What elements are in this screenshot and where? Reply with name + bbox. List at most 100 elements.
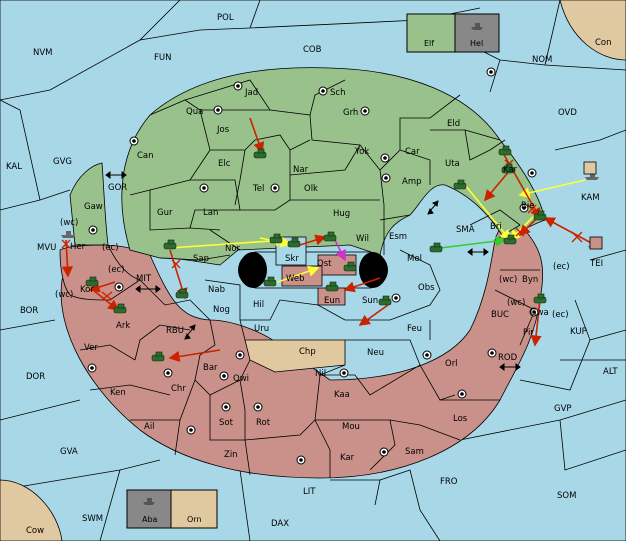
label-los: Los <box>453 414 468 424</box>
label-eld: Eld <box>447 119 460 129</box>
label-eun: Eun <box>324 296 340 306</box>
supply-center <box>213 105 223 115</box>
label-nvm: NVM <box>33 48 53 58</box>
label-wc2: (wc) <box>55 290 73 300</box>
fleet-unit <box>585 173 599 180</box>
units <box>85 145 547 362</box>
label-rot: Rot <box>256 418 271 428</box>
label-pir: Pir <box>523 328 534 338</box>
supply-center <box>114 282 124 292</box>
army-unit <box>151 351 165 362</box>
label-nil: Nil <box>315 369 326 379</box>
legend-aba-label: Aba <box>142 515 158 524</box>
gaw-region[interactable] <box>69 162 109 246</box>
label-zin: Zin <box>224 450 238 460</box>
legend-top: Elf Hel <box>406 13 500 53</box>
army-unit <box>113 303 127 314</box>
chp-region[interactable] <box>244 339 346 373</box>
supply-center <box>379 447 389 457</box>
label-grh: Grh <box>343 108 358 118</box>
supply-center <box>486 67 496 77</box>
legend-orn-label: Orn <box>187 515 202 524</box>
label-yok: Yok <box>354 147 369 157</box>
label-alt: ALT <box>603 367 618 377</box>
label-cow: Cow <box>26 526 44 536</box>
supply-center <box>296 455 306 465</box>
label-qwi: Qwi <box>233 374 249 384</box>
label-ec1: (ec) <box>102 243 119 253</box>
label-nom: NOM <box>532 55 552 65</box>
label-ver: Ver <box>84 343 98 353</box>
label-sch: Sch <box>330 88 345 98</box>
supply-center <box>519 203 529 213</box>
canal-arrow-sma <box>467 248 489 256</box>
label-hil: Hil <box>253 300 264 310</box>
label-wc4: (wc) <box>507 298 525 308</box>
label-kaa: Kaa <box>334 390 350 400</box>
label-ovd: OVD <box>558 108 577 118</box>
label-rbu: RBU <box>166 326 184 336</box>
label-kor: Kor <box>80 285 94 295</box>
label-wil: Wil <box>356 234 369 244</box>
supply-center <box>391 293 401 303</box>
supply-center <box>318 86 328 96</box>
label-web: Web <box>286 274 305 284</box>
canal-arrow-rod <box>499 363 521 371</box>
army-unit <box>325 281 339 292</box>
label-gaw: Gaw <box>84 202 103 212</box>
label-lit: LIT <box>303 487 316 497</box>
label-ark: Ark <box>116 321 130 331</box>
label-uru: Uru <box>254 324 269 334</box>
label-qua: Qua <box>186 107 203 117</box>
label-mel: Mel <box>407 254 422 264</box>
label-dax: DAX <box>271 519 289 529</box>
supply-center <box>381 173 391 183</box>
canal-links <box>105 171 521 371</box>
canal-arrow-mit <box>135 285 161 293</box>
label-kar2: Kar <box>340 453 355 463</box>
central-sea <box>238 236 388 289</box>
label-chp: Chp <box>299 347 316 357</box>
label-gvp: GVP <box>554 404 572 414</box>
supply-center <box>487 348 497 358</box>
label-nor: Nor <box>225 244 241 254</box>
map-labels: POL NVM FUN COB NOM Con OVD KAL GVG GOR … <box>6 13 618 536</box>
label-sap: Sap <box>193 254 209 264</box>
label-hug: Hug <box>333 209 350 219</box>
supply-center <box>235 350 245 360</box>
label-ec2: (ec) <box>108 265 125 275</box>
tei-home-marker <box>589 236 603 250</box>
label-nab: Nab <box>208 285 225 295</box>
label-lan: Lan <box>203 208 218 218</box>
kam-home-marker <box>583 161 597 175</box>
label-wc1: (wc) <box>60 218 78 228</box>
label-car: Car <box>405 147 420 157</box>
army-unit <box>343 261 357 272</box>
army-unit <box>503 234 517 245</box>
label-sun: Sun <box>362 296 378 306</box>
label-kam: KAM <box>581 193 600 203</box>
army-unit <box>429 242 443 253</box>
label-bri: Bri <box>490 222 502 232</box>
label-chr: Chr <box>171 384 186 394</box>
label-jos: Jos <box>216 125 230 135</box>
legend-elf-label: Elf <box>424 39 434 48</box>
fleet-icon <box>471 23 483 30</box>
label-wc3: (wc) <box>499 275 517 285</box>
label-kar1: Kar <box>503 165 518 175</box>
label-gvg: GVG <box>53 157 72 167</box>
label-ken: Ken <box>110 388 126 398</box>
label-esm: Esm <box>389 232 407 242</box>
label-ec3: (ec) <box>553 262 570 272</box>
legend-bottom: Aba Orn <box>126 489 218 529</box>
army-unit <box>175 288 189 299</box>
supply-center <box>87 363 97 373</box>
label-swm: SWM <box>82 514 103 524</box>
army-unit <box>323 231 337 242</box>
army-unit <box>85 276 99 287</box>
label-fro: FRO <box>440 477 458 487</box>
supply-center <box>163 368 173 378</box>
label-kal: KAL <box>6 162 22 172</box>
army-unit <box>498 145 512 156</box>
